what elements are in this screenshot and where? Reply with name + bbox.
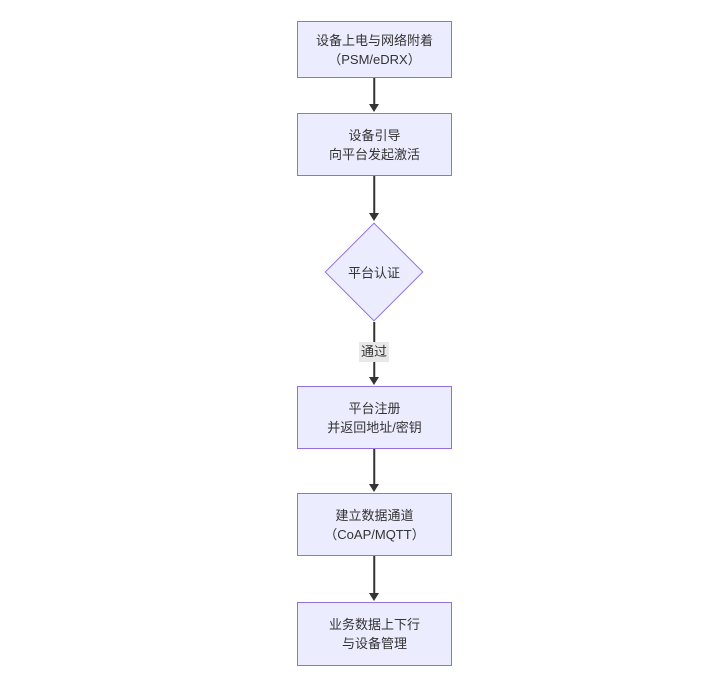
node-device-bootstrap: 设备引导 向平台发起激活 <box>297 113 452 176</box>
edge-line <box>373 176 375 214</box>
decision-platform-auth: 平台认证 <box>324 222 424 322</box>
node-label: 向平台发起激活 <box>328 146 420 162</box>
edge-n4-n5 <box>366 449 382 492</box>
edge-line <box>373 556 375 594</box>
node-label: 平台认证 <box>347 265 401 281</box>
arrow-down-icon <box>369 213 379 221</box>
node-label: 并返回地址/密钥 <box>327 419 422 435</box>
node-business-data: 业务数据上下行 与设备管理 <box>297 602 452 666</box>
edge-n5-n6 <box>366 556 382 601</box>
arrow-down-icon <box>369 484 379 492</box>
node-platform-register: 平台注册 并返回地址/密钥 <box>297 386 452 449</box>
node-label: 设备引导 <box>348 127 401 143</box>
node-label: 设备上电与网络附着 <box>315 32 433 48</box>
node-label: 建立数据通道 <box>335 507 414 523</box>
node-label: 平台注册 <box>348 400 401 416</box>
arrow-down-icon <box>369 104 379 112</box>
edge-n2-n3 <box>366 176 382 221</box>
arrow-down-icon <box>369 377 379 385</box>
edge-line <box>373 449 375 485</box>
node-data-channel: 建立数据通道 （CoAP/MQTT） <box>297 493 452 556</box>
node-power-network-attach: 设备上电与网络附着 （PSM/eDRX） <box>297 21 452 78</box>
edge-n1-n2 <box>366 78 382 112</box>
arrow-down-icon <box>369 593 379 601</box>
edge-n3-n4: 通过 <box>358 322 390 385</box>
node-label: 业务数据上下行 <box>328 617 420 632</box>
node-label: （CoAP/MQTT） <box>324 526 425 542</box>
edge-line <box>373 78 375 105</box>
node-label: 与设备管理 <box>341 636 407 651</box>
node-label: （PSM/eDRX） <box>328 51 421 67</box>
edge-label-pass: 通过 <box>358 342 390 362</box>
